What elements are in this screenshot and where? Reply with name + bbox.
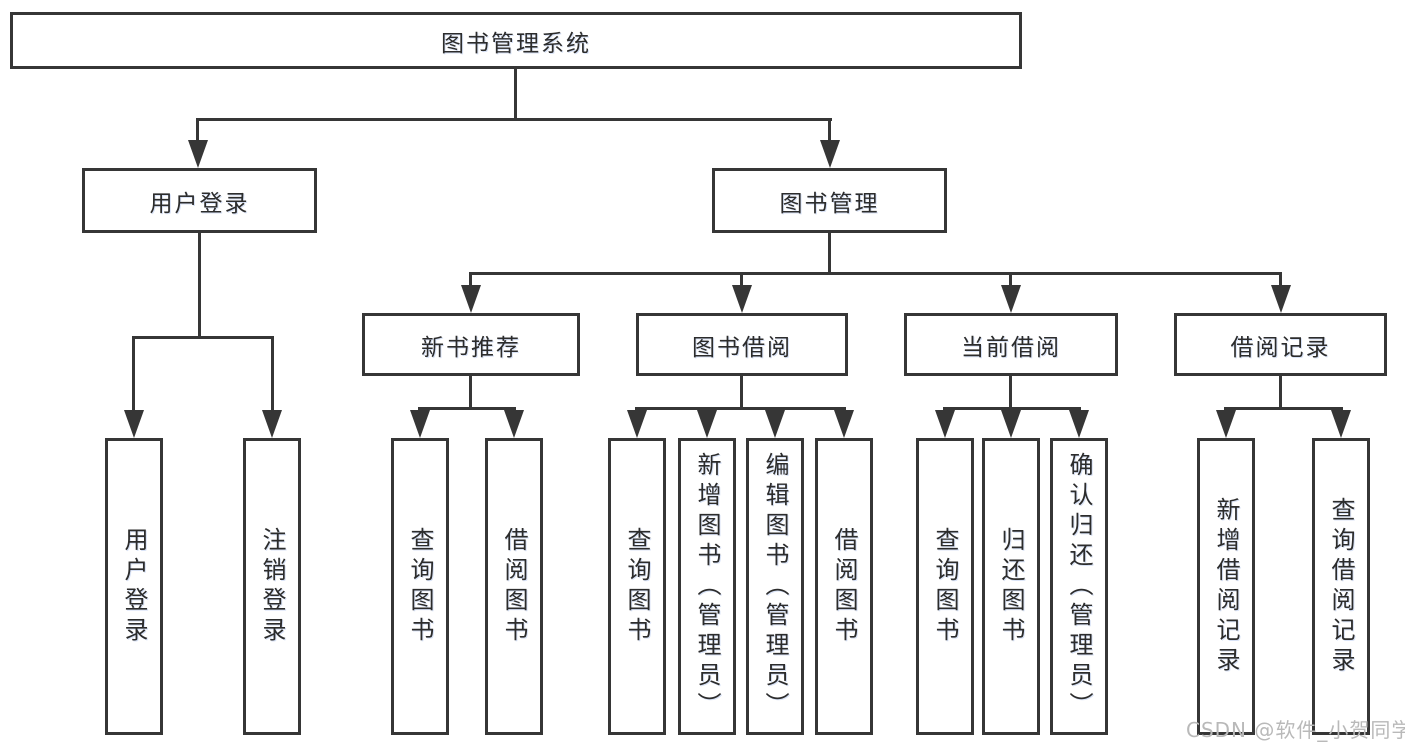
arrow-down-icon <box>935 410 955 438</box>
leaf-edit-books-admin: 编辑图书（管理员） <box>746 438 804 735</box>
arrow-down-icon <box>732 285 752 313</box>
arrow-down-icon <box>1216 410 1236 438</box>
leaf-borrow-books: 借阅图书 <box>815 438 873 735</box>
connector-line <box>514 68 517 120</box>
arrow-down-icon <box>1271 285 1291 313</box>
node-book-borrowing: 图书借阅 <box>636 313 848 376</box>
leaf-borrow-books: 借阅图书 <box>485 438 543 735</box>
connector-line <box>198 231 201 339</box>
leaf-user-login: 用户登录 <box>105 438 163 735</box>
arrow-down-icon <box>1001 410 1021 438</box>
leaf-label: 新增借阅记录 <box>1212 496 1240 677</box>
connector-line <box>196 118 832 121</box>
leaf-query-borrow-record: 查询借阅记录 <box>1312 438 1370 735</box>
connector-line <box>469 374 472 409</box>
node-user-login: 用户登录 <box>82 168 317 233</box>
leaf-add-books-admin: 新增图书（管理员） <box>678 438 736 735</box>
arrow-down-icon <box>627 410 647 438</box>
leaf-label: 新增图书（管理员） <box>693 451 721 722</box>
connector-line <box>1009 374 1012 409</box>
leaf-return-books: 归还图书 <box>982 438 1040 735</box>
leaf-confirm-return-admin: 确认归还（管理员） <box>1050 438 1108 735</box>
node-new-book-recommend: 新书推荐 <box>362 313 580 376</box>
connector-line <box>740 374 743 409</box>
arrow-down-icon <box>765 410 785 438</box>
connector-line <box>1279 374 1282 409</box>
connector-line <box>1009 272 1012 290</box>
connector-line <box>196 118 199 148</box>
arrow-down-icon <box>410 410 430 438</box>
arrow-down-icon <box>1331 410 1351 438</box>
arrow-down-icon <box>124 410 144 438</box>
arrow-down-icon <box>1001 285 1021 313</box>
node-current-borrowing: 当前借阅 <box>904 313 1118 376</box>
node-label: 图书管理系统 <box>441 30 591 57</box>
connector-line <box>1224 407 1343 410</box>
connector-line <box>740 272 743 290</box>
leaf-label: 查询图书 <box>623 526 651 647</box>
node-label: 用户登录 <box>149 190 250 217</box>
node-library-management-system: 图书管理系统 <box>10 12 1022 69</box>
connector-line <box>1279 272 1282 290</box>
leaf-label: 归还图书 <box>997 526 1025 647</box>
connector-line <box>635 407 846 410</box>
leaf-label: 借阅图书 <box>500 526 528 647</box>
leaf-query-books: 查询图书 <box>608 438 666 735</box>
leaf-label: 查询图书 <box>406 526 434 647</box>
arrow-down-icon <box>820 140 840 168</box>
node-label: 图书管理 <box>779 190 880 217</box>
leaf-label: 查询图书 <box>931 526 959 647</box>
node-label: 当前借阅 <box>961 334 1061 361</box>
connector-line <box>271 336 274 416</box>
leaf-label: 用户登录 <box>120 526 148 647</box>
leaf-logout-login: 注销登录 <box>243 438 301 735</box>
leaf-add-borrow-record: 新增借阅记录 <box>1197 438 1255 735</box>
connector-line <box>418 407 516 410</box>
arrow-down-icon <box>262 410 282 438</box>
connector-line <box>943 407 1081 410</box>
leaf-label: 注销登录 <box>258 526 286 647</box>
leaf-label: 编辑图书（管理员） <box>761 451 789 722</box>
node-label: 图书借阅 <box>692 334 792 361</box>
arrow-down-icon <box>834 410 854 438</box>
arrow-down-icon <box>504 410 524 438</box>
arrow-down-icon <box>461 285 481 313</box>
connector-line <box>132 336 135 416</box>
leaf-query-books: 查询图书 <box>391 438 449 735</box>
node-label: 新书推荐 <box>421 334 521 361</box>
connector-line <box>132 336 274 339</box>
leaf-label: 查询借阅记录 <box>1327 496 1355 677</box>
connector-line <box>469 272 1282 275</box>
arrow-down-icon <box>188 140 208 168</box>
node-book-management: 图书管理 <box>712 168 947 233</box>
node-borrowing-records: 借阅记录 <box>1174 313 1387 376</box>
leaf-label: 借阅图书 <box>830 526 858 647</box>
connector-line <box>469 272 472 290</box>
csdn-watermark: CSDN @软件_小贺同学 <box>1186 718 1405 742</box>
connector-line <box>828 118 831 148</box>
leaf-query-books: 查询图书 <box>916 438 974 735</box>
node-label: 借阅记录 <box>1230 334 1331 361</box>
arrow-down-icon <box>697 410 717 438</box>
connector-line <box>828 231 831 274</box>
leaf-label: 确认归还（管理员） <box>1065 451 1093 722</box>
arrow-down-icon <box>1069 410 1089 438</box>
